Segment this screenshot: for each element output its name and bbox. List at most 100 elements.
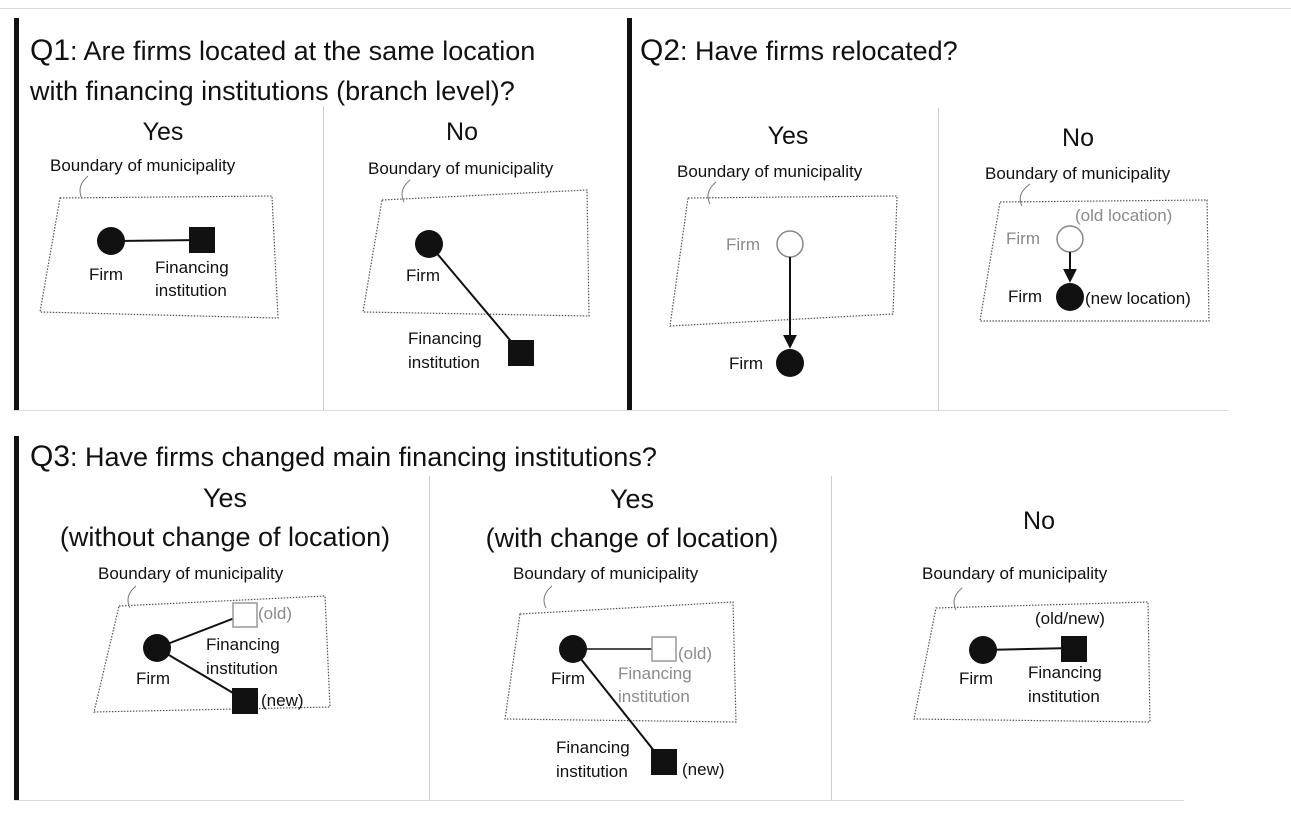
q3-yes-same-fi-label-2: institution (206, 659, 278, 678)
q3-yes-same-new-note: (new) (261, 691, 304, 710)
q3-yes-moved-fi-old-label-1: Financing (618, 664, 692, 683)
q1-separator (323, 106, 324, 410)
q3-yes-same-new-link (156, 647, 246, 701)
q3-accent-bar (14, 436, 19, 801)
q3-yes-same-boundary-label: Boundary of municipality (98, 564, 284, 583)
q2-no-diagram (979, 183, 1210, 322)
q1-no-firm-label: Firm (406, 266, 440, 285)
q1-title: Q1: Are firms located at the same locati… (30, 34, 535, 68)
q3-yes-moved-fi-new-label-1: Financing (556, 738, 630, 757)
q3-number: Q3 (30, 440, 71, 473)
q1-no-choice: No (446, 118, 478, 146)
q2-title-text: : Have firms relocated? (680, 36, 958, 66)
q1-no-firm-node (415, 230, 443, 258)
q2-number: Q2 (640, 34, 681, 67)
q2-no-new-firm-label: Firm (1008, 287, 1042, 306)
q2-yes-diagram (669, 181, 898, 377)
q2-no-new-note: (new location) (1085, 289, 1191, 308)
q1-number: Q1 (30, 34, 71, 67)
q1-yes-fi-label-1: Financing (155, 258, 229, 277)
q3-no-boundary (913, 601, 1151, 723)
q3-yes-same-diagram (93, 585, 331, 714)
q1-yes-link (110, 239, 203, 242)
mid-rule (14, 410, 1228, 411)
q3-title: Q3: Have firms changed main financing in… (30, 440, 657, 474)
q3-no-firm-node (969, 636, 997, 664)
q3-no-diagram (913, 587, 1151, 723)
bottom-rule (14, 800, 1184, 801)
q2-no-choice: No (1062, 124, 1094, 152)
q1-title-line2: with financing institutions (branch leve… (30, 76, 515, 106)
q1-yes-boundary (39, 195, 279, 319)
q3-yes-same-old-fi-node (232, 602, 258, 628)
q1-no-boundary-leader (401, 179, 411, 203)
q2-yes-old-firm-label: Firm (726, 235, 760, 254)
q2-yes-old-firm-node (776, 230, 804, 258)
q2-no-old-firm-label: Firm (1006, 229, 1040, 248)
q2-title: Q2: Have firms relocated? (640, 34, 958, 68)
q1-accent-bar (14, 18, 19, 410)
q3-yes-same-firm-label: Firm (136, 669, 170, 688)
q3-yes-moved-boundary-label: Boundary of municipality (513, 564, 699, 583)
q1-yes-firm-node (97, 227, 125, 255)
q3-no-note: (old/new) (1035, 609, 1105, 628)
q3-yes-moved-boundary-leader (543, 585, 553, 609)
q3-no-boundary-label: Boundary of municipality (922, 564, 1108, 583)
q2-yes-boundary-leader (707, 181, 717, 205)
q3-no-firm-label: Firm (959, 669, 993, 688)
q1-no-fi-label-1: Financing (408, 329, 482, 348)
q3-yes-moved-new-note: (new) (682, 760, 725, 779)
q3-yes-same-boundary-leader (127, 585, 137, 609)
q2-no-new-firm-node (1056, 283, 1084, 311)
q3-yes-moved-new-link (572, 648, 664, 763)
q1-yes-firm-label: Firm (89, 265, 123, 284)
q3-yes-moved-choice-1: Yes (609, 484, 655, 514)
q3-yes-same-choice-1: Yes (202, 483, 248, 513)
q1-yes-diagram (39, 175, 279, 319)
q3-no-fi-node (1061, 636, 1087, 662)
q1-yes-boundary-label: Boundary of municipality (50, 156, 236, 175)
q2-no-boundary (979, 199, 1210, 322)
q2-separator (938, 108, 939, 410)
q1-yes-fi-label-2: institution (155, 281, 227, 300)
q2-no-boundary-label: Boundary of municipality (985, 164, 1171, 183)
q3-yes-same-firm-node (143, 634, 171, 662)
q3-yes-same-new-fi-node (232, 688, 258, 714)
q3-no-boundary-leader (953, 587, 963, 611)
q1-no-boundary (362, 189, 590, 317)
q2-no-old-note: (old location) (1075, 206, 1173, 225)
q3-yes-moved-firm-node (559, 635, 587, 663)
q2-yes-boundary (669, 195, 898, 327)
q2-yes-new-firm-node (776, 349, 804, 377)
q2-yes-boundary-label: Boundary of municipality (677, 162, 863, 181)
q3-yes-moved-new-fi-node (651, 749, 677, 775)
q3-yes-moved-boundary (504, 601, 737, 723)
q1-no-boundary-label: Boundary of municipality (368, 159, 554, 178)
q3-separator-1 (429, 476, 430, 800)
q1-no-link (428, 243, 521, 353)
q1-title-line1: : Are firms located at the same location (70, 36, 536, 66)
q2-yes-choice: Yes (767, 122, 809, 150)
q1-yes-fi-node (189, 227, 215, 253)
q3-no-choice: No (1023, 507, 1055, 535)
q3-no-fi-label-1: Financing (1028, 663, 1102, 682)
q1-no-fi-label-2: institution (408, 353, 480, 372)
top-rule (0, 8, 1291, 9)
q3-separator-2 (831, 476, 832, 800)
q1-no-fi-node (508, 340, 534, 366)
q3-yes-same-old-link (156, 613, 246, 649)
q3-title-text: : Have firms changed main financing inst… (70, 442, 657, 472)
q2-yes-new-firm-label: Firm (729, 354, 763, 373)
q3-yes-moved-old-note: (old) (678, 644, 713, 663)
q3-yes-same-choice-2: (without change of location) (59, 522, 391, 552)
q3-yes-moved-fi-new-label-2: institution (556, 762, 628, 781)
q2-no-old-firm-node (1056, 225, 1084, 253)
q3-no-link (982, 647, 1074, 651)
q1-no-diagram (362, 179, 590, 366)
q2-accent-bar (627, 18, 632, 410)
q3-yes-moved-choice-2: (with change of location) (485, 523, 779, 553)
q3-yes-moved-fi-old-label-2: institution (618, 687, 690, 706)
q3-no-fi-label-2: institution (1028, 687, 1100, 706)
q3-yes-moved-firm-label: Firm (551, 669, 585, 688)
